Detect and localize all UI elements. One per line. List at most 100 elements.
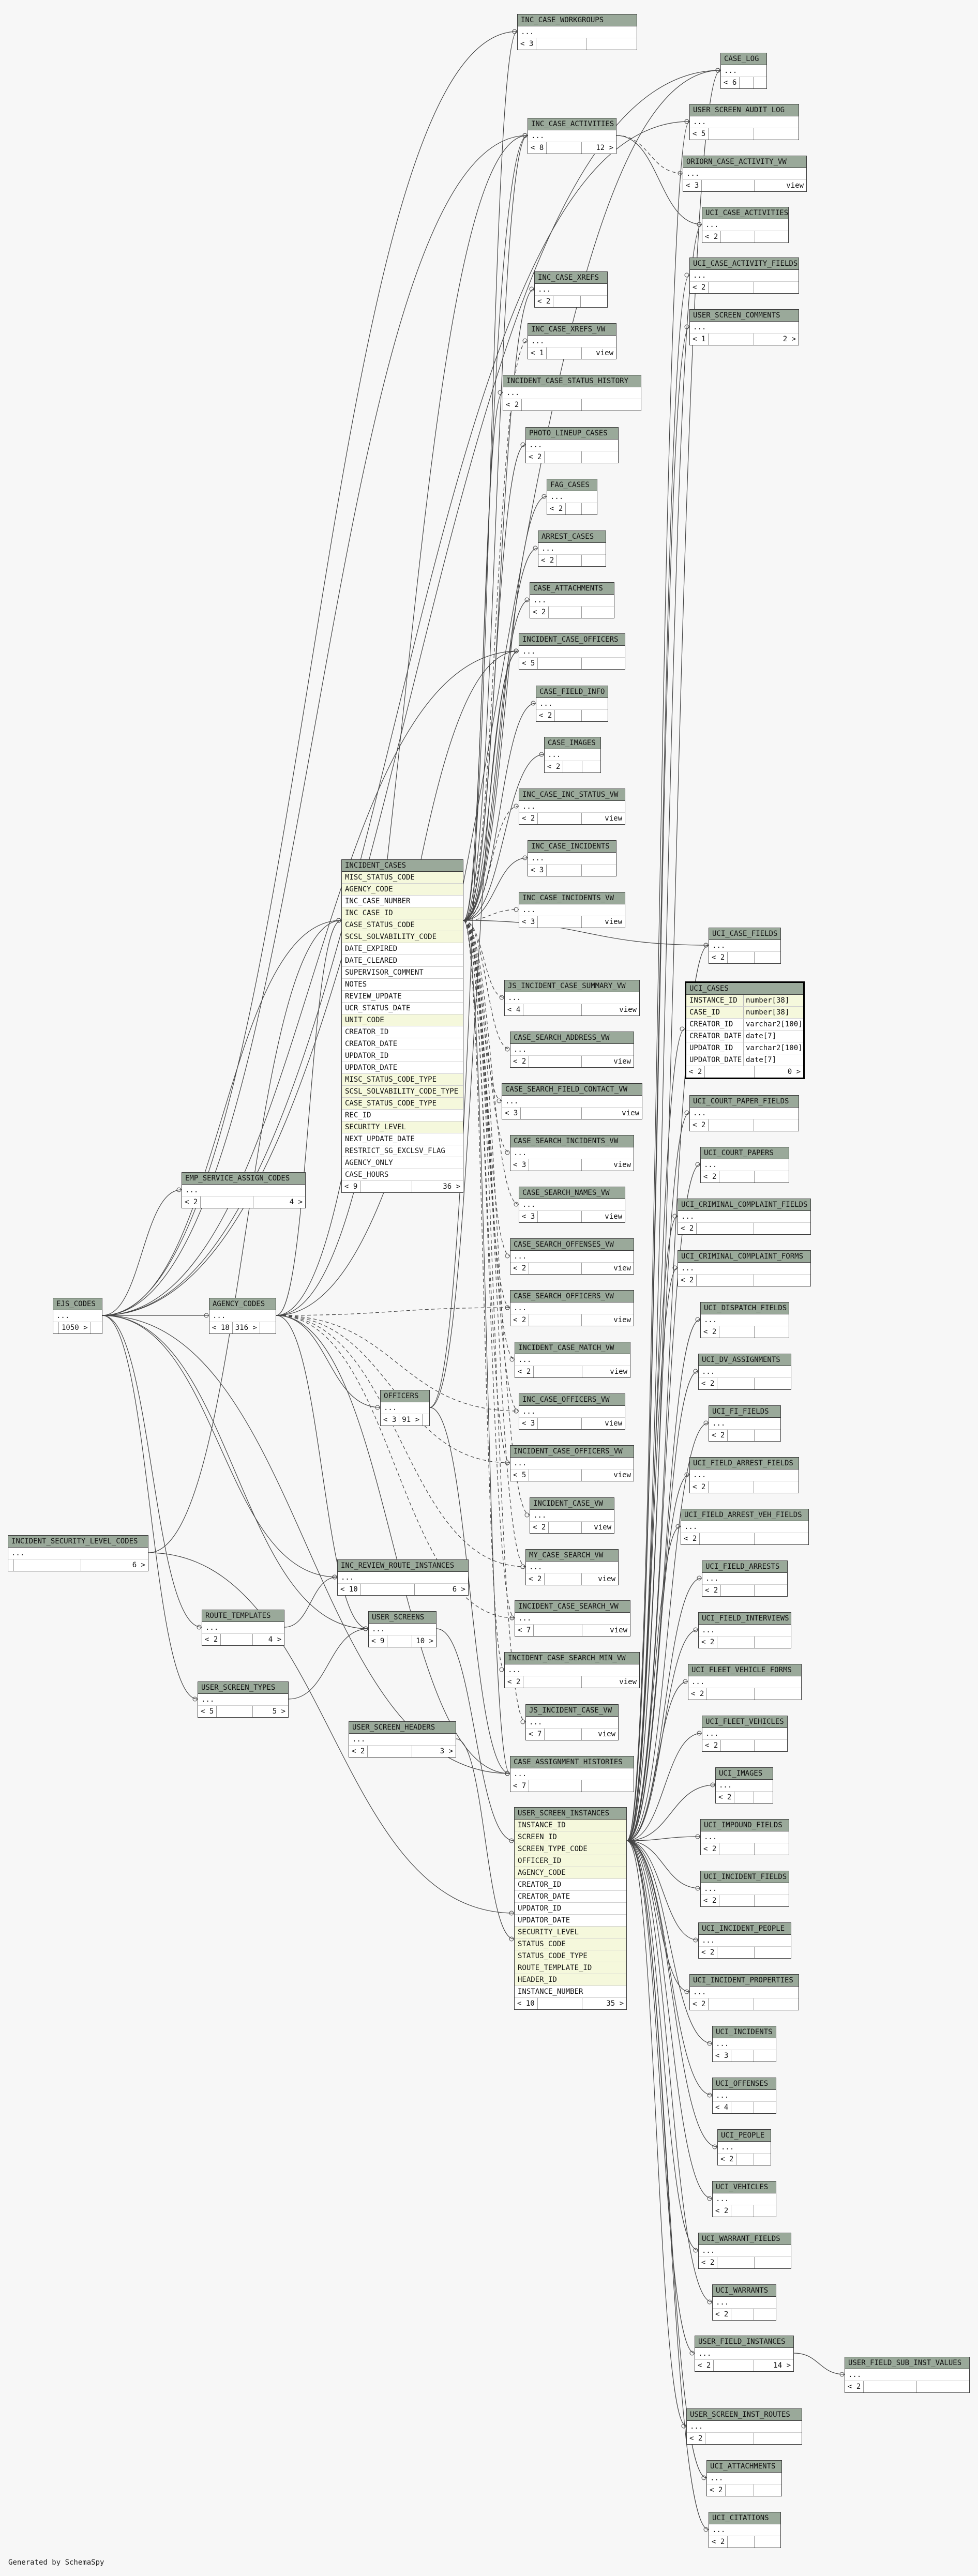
table-uci-incident-fields[interactable]: UCI_INCIDENT_FIELDS...< 2: [700, 1871, 789, 1907]
table-name[interactable]: UCI_IMPOUND_FIELDS: [701, 1820, 789, 1831]
column-row[interactable]: CREATOR_DATE: [515, 1891, 626, 1903]
table-name[interactable]: UCI_FLEET_VEHICLES: [702, 1716, 787, 1728]
column-row[interactable]: INSTANCE_NUMBER: [515, 1986, 626, 1998]
column-row[interactable]: HEADER_ID: [515, 1974, 626, 1986]
table-name[interactable]: UCI_DV_ASSIGNMENTS: [699, 1354, 791, 1366]
table-name[interactable]: USER_SCREEN_INSTANCES: [515, 1808, 626, 1820]
table-name[interactable]: UCI_CRIMINAL_COMPLAINT_FIELDS: [678, 1199, 810, 1211]
table-name[interactable]: ARREST_CASES: [538, 531, 606, 543]
column-row[interactable]: ROUTE_TEMPLATE_ID: [515, 1962, 626, 1974]
table-uci-fleet-vehicles[interactable]: UCI_FLEET_VEHICLES...< 2: [702, 1716, 788, 1752]
table-name[interactable]: INC_CASE_INC_STATUS_VW: [519, 789, 625, 801]
table-uci-people[interactable]: UCI_PEOPLE...< 2: [717, 2129, 771, 2165]
table-case-assignment-histories[interactable]: CASE_ASSIGNMENT_HISTORIES...< 7: [510, 1756, 634, 1792]
table-uci-incident-properties[interactable]: UCI_INCIDENT_PROPERTIES...< 2: [689, 1974, 799, 2010]
column-row[interactable]: INC_CASE_NUMBER: [342, 896, 463, 907]
table-name[interactable]: UCI_INCIDENT_PEOPLE: [699, 1923, 791, 1935]
column-row[interactable]: SCREEN_TYPE_CODE: [515, 1843, 626, 1855]
table-name[interactable]: UCI_CITATIONS: [709, 2512, 780, 2524]
table-name[interactable]: INC_CASE_OFFICERS_VW: [519, 1394, 625, 1406]
table-uci-court-papers[interactable]: UCI_COURT_PAPERS...< 2: [700, 1147, 789, 1183]
table-name[interactable]: UCI_CASES: [686, 983, 803, 995]
table-name[interactable]: JS_INCIDENT_CASE_VW: [526, 1705, 618, 1717]
column-row[interactable]: SCREEN_ID: [515, 1831, 626, 1843]
column-row[interactable]: CREATOR_ID: [515, 1879, 626, 1891]
table-uci-criminal-complaint-fields[interactable]: UCI_CRIMINAL_COMPLAINT_FIELDS...< 2: [678, 1199, 811, 1235]
table-fag-cases[interactable]: FAG_CASES...< 2: [547, 479, 597, 515]
table-uci-incidents[interactable]: UCI_INCIDENTS...< 3: [712, 2026, 776, 2062]
table-uci-field-arrest-veh-fields[interactable]: UCI_FIELD_ARREST_VEH_FIELDS...< 2: [681, 1509, 809, 1545]
table-name[interactable]: UCI_WARRANT_FIELDS: [699, 2233, 791, 2245]
table-name[interactable]: INCIDENT_CASES: [342, 860, 463, 872]
table-name[interactable]: UCI_PEOPLE: [718, 2130, 771, 2142]
table-arrest-cases[interactable]: ARREST_CASES...< 2: [538, 531, 606, 567]
column-row[interactable]: SECURITY_LEVEL: [515, 1927, 626, 1938]
column-row[interactable]: REC_ID: [342, 1110, 463, 1122]
table-name[interactable]: INC_REVIEW_ROUTE_INSTANCES: [338, 1560, 468, 1572]
table-name[interactable]: JS_INCIDENT_CASE_SUMMARY_VW: [505, 980, 639, 992]
column-row[interactable]: REVIEW_UPDATE: [342, 991, 463, 1003]
table-name[interactable]: UCI_FIELD_ARREST_FIELDS: [690, 1458, 799, 1469]
column-row[interactable]: SCSL_SOLVABILITY_CODE_TYPE: [342, 1086, 463, 1098]
table-uci-vehicles[interactable]: UCI_VEHICLES...< 2: [712, 2181, 776, 2217]
table-name[interactable]: OFFICERS: [381, 1390, 429, 1402]
table-name[interactable]: USER_SCREENS: [369, 1612, 436, 1624]
table-name[interactable]: ORIORN_CASE_ACTIVITY_VW: [683, 156, 806, 168]
column-row[interactable]: date[7]CREATOR_DATE: [686, 1031, 803, 1042]
table-name[interactable]: USER_SCREEN_COMMENTS: [690, 310, 799, 322]
table-name[interactable]: USER_FIELD_SUB_INST_VALUES: [845, 2357, 969, 2369]
table-name[interactable]: INC_CASE_WORKGROUPS: [518, 14, 637, 26]
column-row[interactable]: SCSL_SOLVABILITY_CODE: [342, 931, 463, 943]
table-name[interactable]: INCIDENT_CASE_MATCH_VW: [515, 1342, 630, 1354]
table-name[interactable]: UCI_CASE_FIELDS: [709, 928, 780, 940]
table-uci-field-interviews[interactable]: UCI_FIELD_INTERVIEWS...< 2: [698, 1612, 791, 1648]
column-row[interactable]: NEXT_UPDATE_DATE: [342, 1133, 463, 1145]
table-name[interactable]: USER_SCREEN_INST_ROUTES: [687, 2409, 802, 2421]
table-uci-fleet-vehicle-forms[interactable]: UCI_FLEET_VEHICLE_FORMS...< 2: [688, 1664, 802, 1700]
column-row[interactable]: number[38]INSTANCE_ID: [686, 995, 803, 1007]
table-name[interactable]: INC_CASE_INCIDENTS_VW: [519, 892, 625, 904]
column-row[interactable]: NOTES: [342, 979, 463, 991]
column-row[interactable]: CASE_STATUS_CODE_TYPE: [342, 1098, 463, 1110]
table-name[interactable]: USER_FIELD_INSTANCES: [695, 2336, 793, 2348]
table-user-screen-inst-routes[interactable]: USER_SCREEN_INST_ROUTES...< 2: [686, 2408, 802, 2445]
table-uci-citations[interactable]: UCI_CITATIONS...< 2: [709, 2512, 781, 2548]
table-uci-incident-people[interactable]: UCI_INCIDENT_PEOPLE...< 2: [698, 1922, 791, 1959]
table-inc-case-xrefs[interactable]: INC_CASE_XREFS...< 2: [534, 271, 608, 308]
table-uci-images[interactable]: UCI_IMAGES...< 2: [715, 1767, 773, 1804]
table-name[interactable]: CASE_ATTACHMENTS: [530, 583, 614, 595]
column-row[interactable]: AGENCY_CODE: [342, 884, 463, 896]
table-name[interactable]: INCIDENT_CASE_OFFICERS_VW: [510, 1446, 634, 1458]
table-name[interactable]: UCI_ATTACHMENTS: [707, 2461, 781, 2473]
column-row[interactable]: AGENCY_CODE: [515, 1867, 626, 1879]
table-name[interactable]: EJS_CODES: [53, 1298, 102, 1310]
table-incident-security-level-codes[interactable]: INCIDENT_SECURITY_LEVEL_CODES...6 >: [8, 1535, 148, 1571]
table-name[interactable]: CASE_SEARCH_NAMES_VW: [519, 1187, 625, 1199]
table-name[interactable]: INCIDENT_CASE_OFFICERS: [519, 634, 625, 646]
table-uci-dv-assignments[interactable]: UCI_DV_ASSIGNMENTS...< 2: [698, 1354, 791, 1390]
table-photo-lineup-cases[interactable]: PHOTO_LINEUP_CASES...< 2: [525, 427, 619, 463]
column-row[interactable]: CASE_STATUS_CODE: [342, 919, 463, 931]
table-incident-case-status-history[interactable]: INCIDENT_CASE_STATUS_HISTORY...< 2: [503, 375, 641, 411]
column-row[interactable]: DATE_EXPIRED: [342, 943, 463, 955]
table-name[interactable]: UCI_CASE_ACTIVITY_FIELDS: [690, 258, 799, 270]
table-name[interactable]: INC_CASE_XREFS_VW: [528, 324, 616, 336]
column-row[interactable]: INC_CASE_ID: [342, 907, 463, 919]
table-name[interactable]: USER_SCREEN_TYPES: [198, 1682, 288, 1694]
table-name[interactable]: USER_SCREEN_HEADERS: [349, 1722, 456, 1734]
table-uci-case-activities[interactable]: UCI_CASE_ACTIVITIES...< 2: [702, 207, 789, 243]
